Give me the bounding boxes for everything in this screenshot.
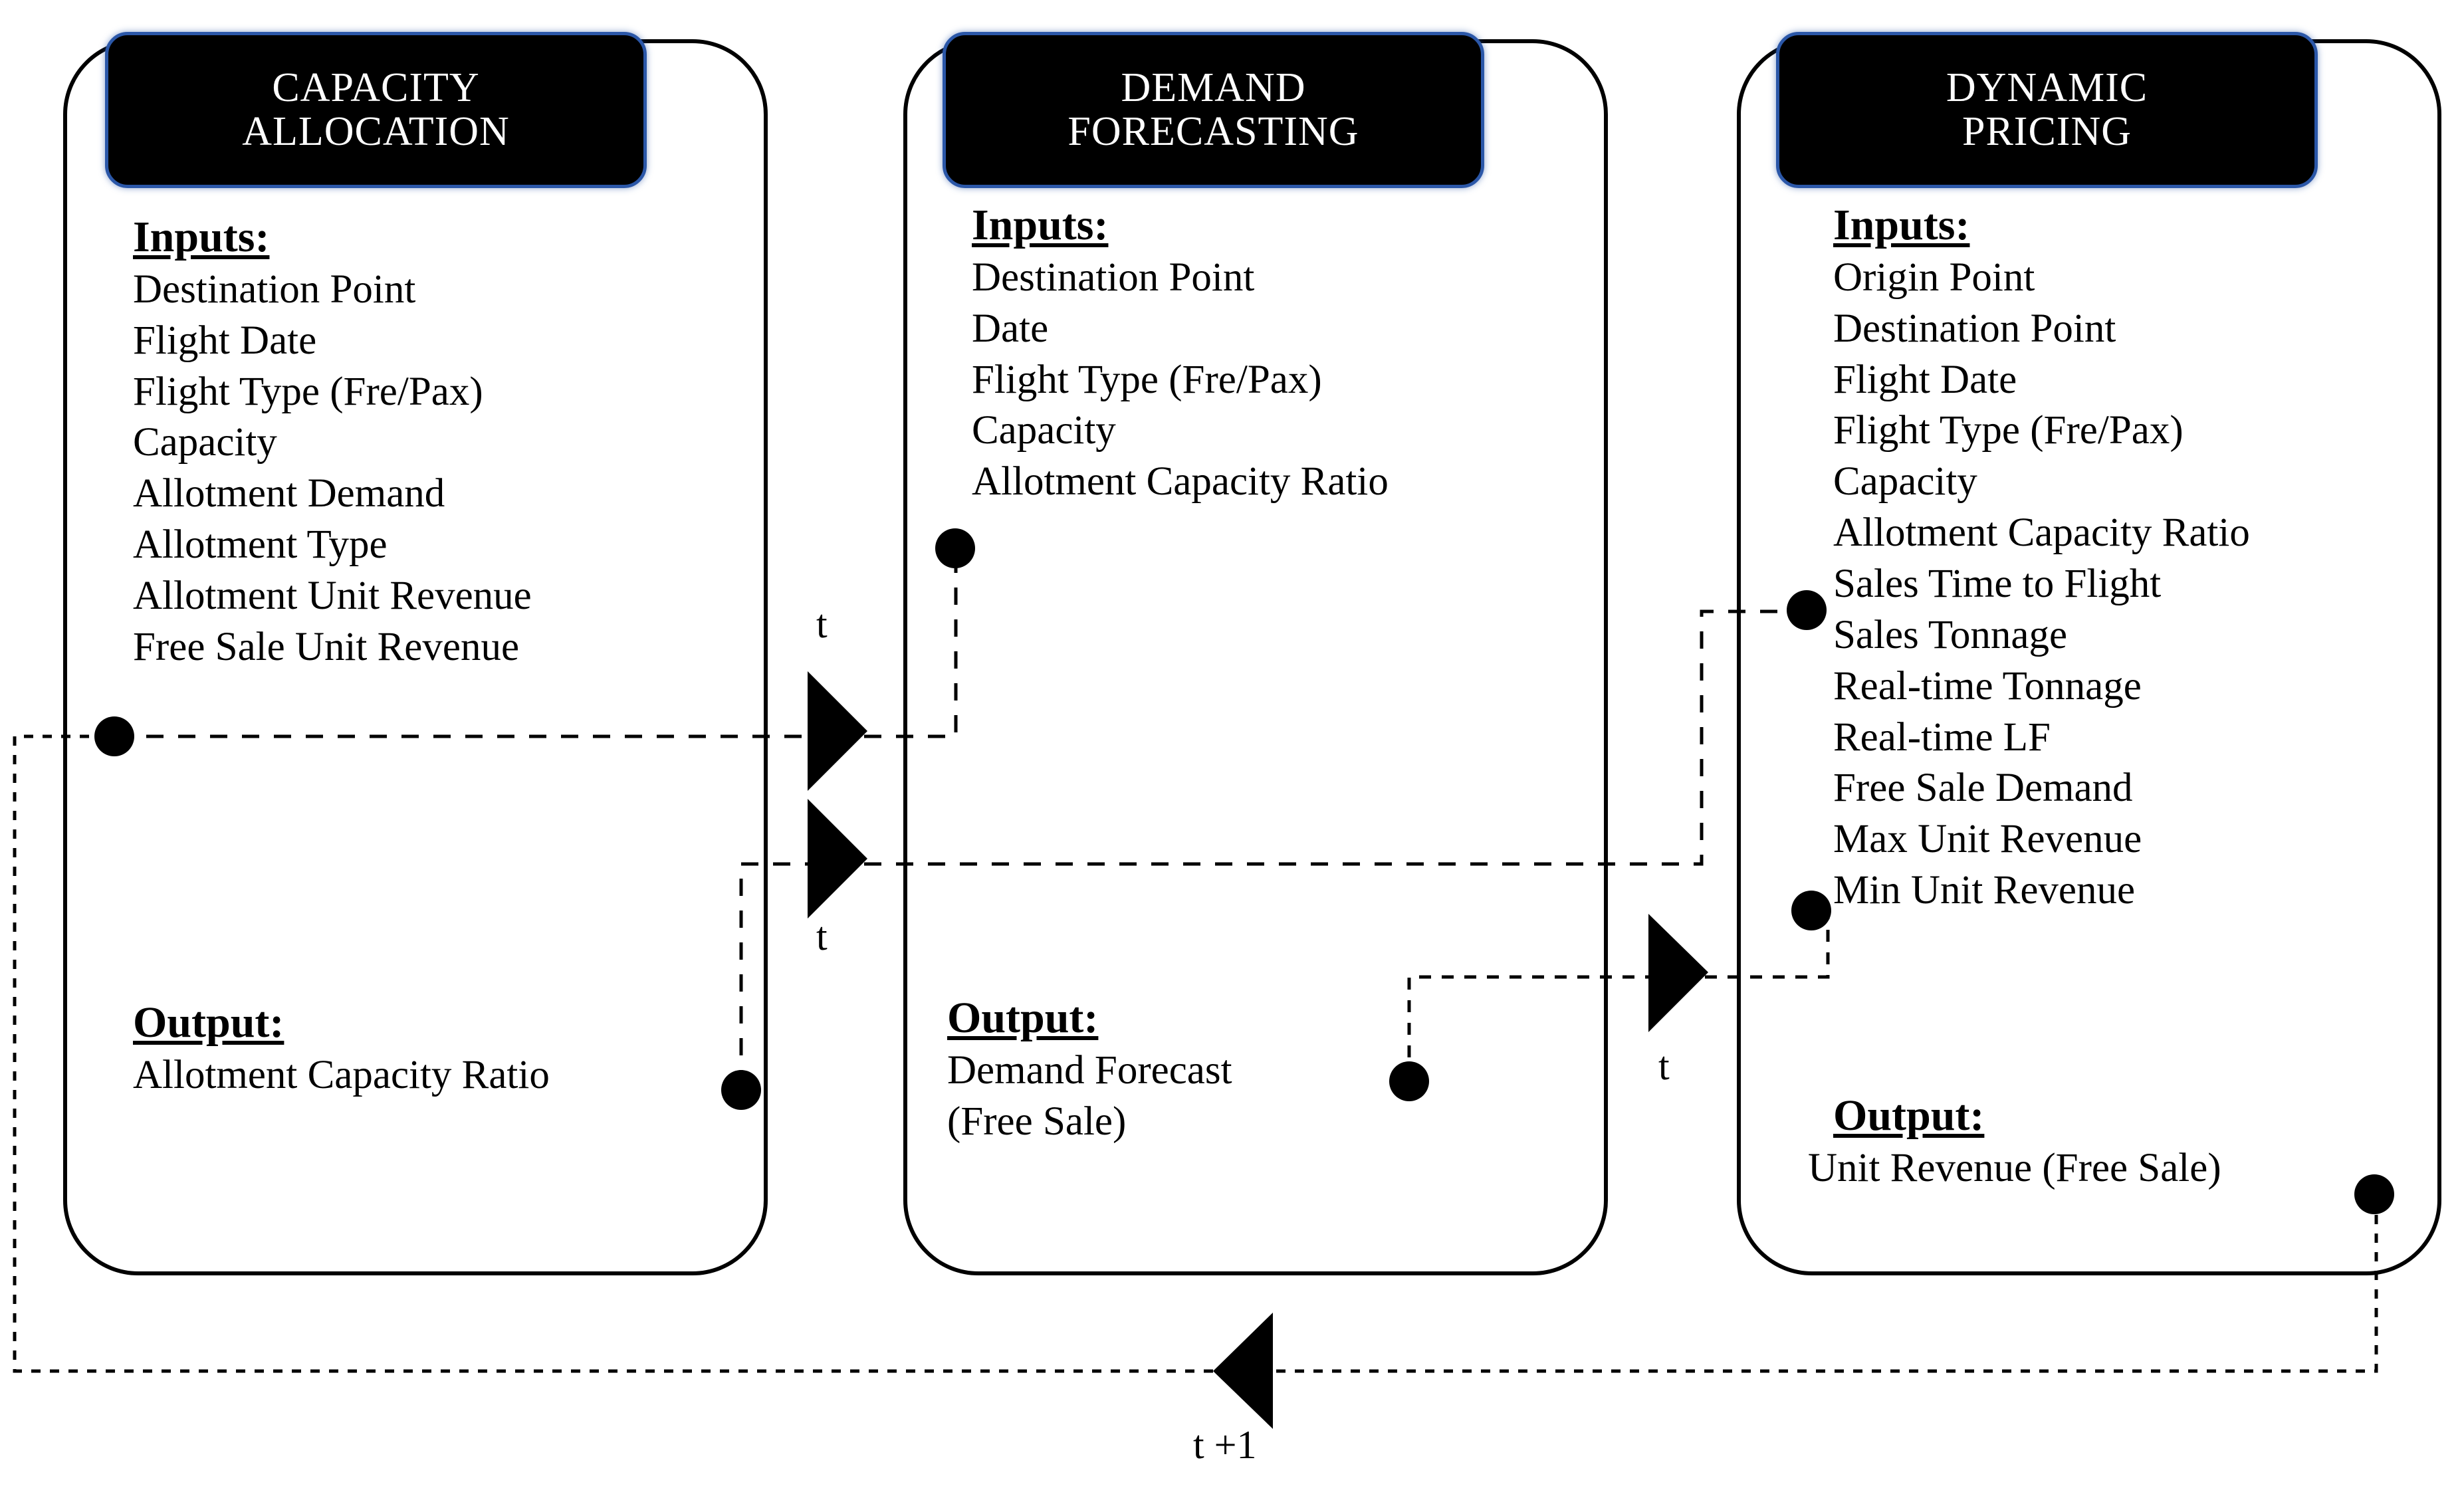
input-row: Origin Point [1833,255,2035,300]
input-row: Allotment Unit Revenue [133,574,532,619]
panel-output-demand-forecasting: Output: Demand Forecast (Free Sale) [947,992,1232,1148]
input-row: Free Sale Unit Revenue [133,624,520,669]
output-row: Demand Forecast [947,1047,1232,1093]
arrow-head-t2 [808,799,867,918]
panel-title-line2: PRICING [1961,108,2132,154]
panel-output-dynamic-pricing: Output: Unit Revenue (Free Sale) [1808,1090,2221,1194]
panel-title-line1: DEMAND [1121,64,1306,110]
edge-label-t1: t [816,602,828,646]
input-row: Real-time Tonnage [1833,663,2142,708]
input-row: Allotment Type [133,522,388,568]
output-row: Allotment Capacity Ratio [133,1052,550,1097]
input-row: Capacity [133,420,277,465]
panel-body-demand-forecasting: Inputs: Destination Point Date Flight Ty… [972,199,1389,508]
input-row: Real-time LF [1833,714,2051,760]
edge-acr-to-dynamic-pricing [864,609,1795,866]
dot-dp-free-sale-demand [1791,891,1831,930]
input-row: Destination Point [972,255,1255,300]
dot-free-sale-unit-revenue [94,716,134,756]
edge-feedback-to-capacity-allocation [13,734,1213,1373]
output-row: Unit Revenue (Free Sale) [1808,1145,2221,1190]
inputs-heading: Inputs: [972,201,1109,249]
input-row: Max Unit Revenue [1833,817,2142,862]
edge-demand-forecast-to-free-sale-demand [1705,914,1830,979]
input-row: Destination Point [133,267,416,312]
panel-body-dynamic-pricing: Inputs: Origin Point Destination Point F… [1833,199,2250,916]
input-row: Flight Type (Fre/Pax) [1833,408,2184,453]
input-row: Free Sale Demand [1833,766,2133,811]
panel-header-demand-forecasting[interactable]: DEMAND FORECASTING [943,32,1484,188]
panel-header-dynamic-pricing[interactable]: DYNAMIC PRICING [1776,32,2318,188]
panel-title-line1: DYNAMIC [1946,64,2148,110]
edge-label-t2: t [816,914,828,958]
edge-label-feedback: t +1 [1193,1423,1257,1467]
arrow-head-t3 [1648,914,1708,1032]
input-row: Allotment Capacity Ratio [972,459,1389,504]
edge-demand-forecast-riser [1407,975,1648,1080]
output-heading: Output: [947,994,1099,1042]
edge-acr-output-riser [739,862,808,1087]
edge-label-t3: t [1658,1044,1670,1088]
dot-df-allotment-capacity-ratio [935,528,975,568]
panel-title-line1: CAPACITY [272,64,480,110]
input-row: Min Unit Revenue [1833,868,2136,913]
panel-title-line2: ALLOCATION [242,108,510,154]
input-row: Date [972,306,1049,351]
arrow-head-t1 [808,671,867,791]
output-row: (Free Sale) [947,1099,1127,1144]
output-heading: Output: [133,998,284,1047]
input-row: Flight Type (Fre/Pax) [972,357,1322,402]
input-row: Allotment Capacity Ratio [1833,510,2250,556]
panel-title-line2: FORECASTING [1067,108,1359,154]
input-row: Capacity [972,408,1116,453]
input-row: Capacity [1833,459,1977,504]
inputs-heading: Inputs: [1833,201,1970,249]
input-row: Allotment Demand [133,471,445,516]
inputs-heading: Inputs: [133,213,270,261]
dot-unit-revenue-output [2354,1174,2394,1214]
input-row: Flight Date [133,318,317,363]
dot-demand-forecast-output [1389,1061,1429,1101]
panel-body-capacity-allocation: Inputs: Destination Point Flight Date Fl… [133,211,532,673]
panel-header-capacity-allocation[interactable]: CAPACITY ALLOCATION [105,32,647,188]
input-row: Sales Time to Flight [1833,562,2162,607]
edge-df-acr-riser [864,562,958,738]
input-row: Destination Point [1833,306,2116,351]
input-row: Sales Tonnage [1833,612,2068,657]
dot-dp-allotment-capacity-ratio [1787,590,1827,630]
dot-allotment-capacity-ratio-output [721,1070,761,1110]
panel-output-capacity-allocation: Output: Allotment Capacity Ratio [133,997,550,1101]
output-heading: Output: [1833,1091,1985,1140]
input-row: Flight Date [1833,357,2017,402]
edge-feedback-unit-revenue [1270,1196,2378,1373]
arrow-head-feedback [1213,1313,1273,1429]
input-row: Flight Type (Fre/Pax) [133,369,483,414]
